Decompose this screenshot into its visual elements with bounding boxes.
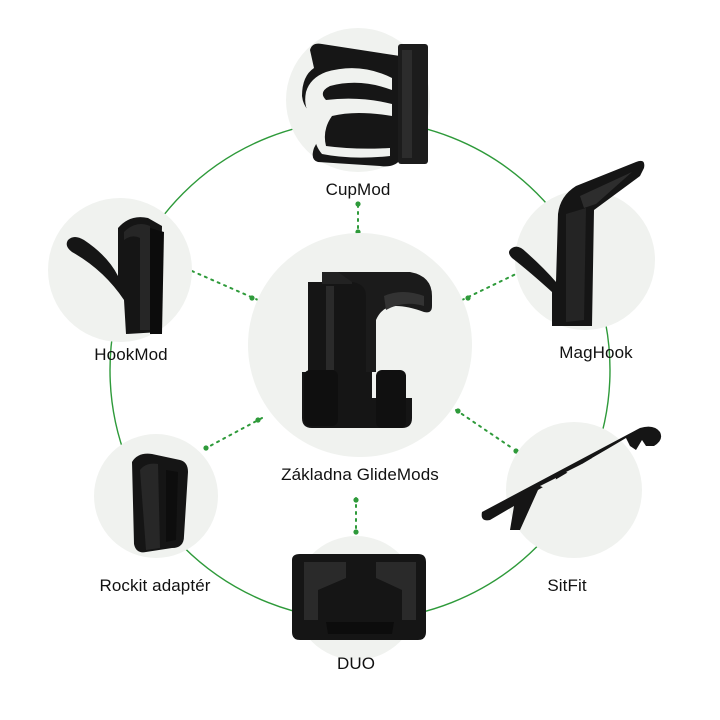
label-sitfit: SitFit: [547, 576, 587, 595]
connector-maghook: [461, 272, 519, 301]
label-maghook: MagHook: [559, 343, 633, 362]
connectors: [184, 205, 519, 533]
rockit-adapter-icon: [132, 453, 188, 553]
label-duo: DUO: [336, 654, 376, 673]
label-cupmod: CupMod: [325, 180, 391, 199]
label-center: Základna GlideMods: [281, 465, 439, 484]
label-rockit: Rockit adaptér: [99, 576, 211, 595]
hook-icon: [66, 217, 164, 334]
cup-holder-icon: [302, 43, 428, 167]
connector-sitfit: [455, 409, 513, 449]
sitfit-bar-icon: [481, 426, 662, 530]
duo-clip-icon: [292, 554, 426, 640]
connector-rockit: [209, 417, 263, 447]
connector-hookmod: [184, 267, 259, 301]
label-hookmod: HookMod: [94, 345, 168, 364]
glidemods-base-clip-icon: [302, 272, 432, 428]
disc-sitfit: [506, 422, 642, 558]
magnetic-hook-icon: [509, 160, 645, 326]
